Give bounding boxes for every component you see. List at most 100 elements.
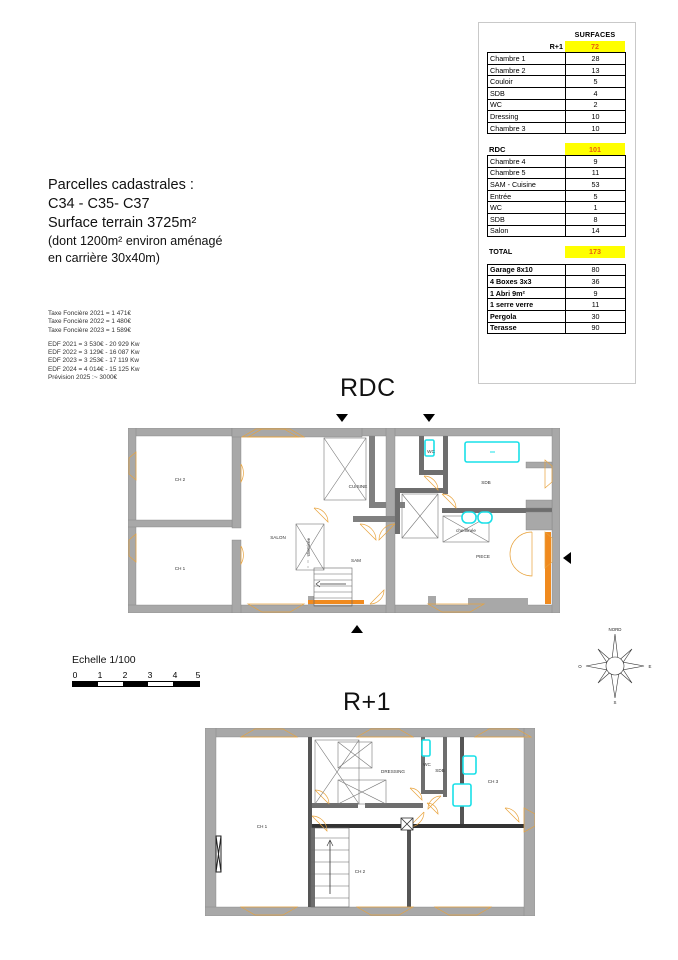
group-r1-name: R+1 — [549, 41, 563, 51]
room-label-cuisine: CUISINE — [349, 484, 368, 489]
rdc-door-swings — [240, 463, 533, 605]
table-row: Terasse 90 — [487, 321, 626, 335]
scale-bar-block: Echelle 1/100 0 1 2 3 4 5 — [72, 654, 212, 687]
tax-line-3: Taxe Foncière 2023 = 1 589€ — [48, 326, 131, 334]
row-label: Chambre 3 — [487, 121, 566, 135]
row-label: 4 Boxes 3x3 — [487, 275, 566, 288]
scale-tick: 5 — [195, 670, 201, 680]
rdc-floor-plan: CH 2 CH 1 SALON CUISINE SAM WC SDB PIECE… — [128, 428, 560, 613]
row-label: Chambre 5 — [487, 166, 566, 180]
compass-north-label: NORD — [609, 627, 622, 632]
row-label: Chambre 1 — [487, 52, 566, 65]
spacer-2 — [487, 237, 625, 246]
table-row: 1 Abri 9m² 9 — [487, 286, 626, 300]
group-rdc-total: 101 — [565, 143, 625, 155]
total-value: 173 — [565, 246, 625, 258]
total-row: TOTAL 173 — [487, 246, 625, 258]
table-row: Chambre 3 10 — [487, 121, 626, 135]
scale-tick-labels: 0 1 2 3 4 5 — [72, 670, 201, 681]
room-label-ch3: CH 3 — [488, 779, 499, 784]
group-rdc-rows: Chambre 4 9 Chambre 5 11 SAM - Cuisine 5… — [487, 154, 626, 238]
group-r1-total: 72 — [565, 40, 625, 53]
row-value: 5 — [565, 75, 626, 88]
rdc-windows — [128, 428, 553, 613]
row-value: 36 — [565, 275, 626, 288]
scale-tick: 1 — [97, 670, 103, 680]
table-row: WC 1 — [487, 201, 626, 214]
utility-text-block: Taxe Foncière 2021 = 1 471€ Taxe Foncièr… — [48, 310, 258, 382]
spacer-1 — [487, 134, 625, 143]
compass-south-label: S — [614, 700, 617, 705]
room-label-sdb: SDB — [481, 480, 490, 485]
row-value: 8 — [565, 212, 626, 226]
accent-wall — [545, 532, 551, 604]
room-label-ch2: CH 2 — [355, 869, 366, 874]
compass-east-label: E — [649, 664, 652, 669]
cadastre-line-4: (dont 1200m² environ aménagé — [48, 234, 223, 248]
row-value: 30 — [565, 310, 626, 323]
r1-shutter-icon — [215, 835, 222, 873]
row-value: 28 — [565, 52, 626, 65]
edf-line-1: EDF 2021 = 3 530€ - 20 929 Kw — [48, 340, 140, 348]
group-r1-rows: Chambre 1 28 Chambre 2 13 Couloir 5 SDB … — [487, 52, 626, 135]
view-marker-up-icon — [351, 625, 363, 633]
room-label-wc: WC — [423, 762, 431, 767]
r1-windows — [239, 728, 535, 916]
table-row: Dressing 10 — [487, 110, 626, 123]
group-r1-head: R+1 72 — [487, 40, 625, 53]
row-label: Chambre 2 — [487, 63, 566, 77]
row-value: 13 — [565, 63, 626, 77]
room-label-ch2: CH 2 — [175, 477, 186, 482]
room-label-piece: PIECE — [476, 554, 490, 559]
surfaces-table-panel: SURFACES R+1 72 Chambre 1 28 Chambre 2 1… — [478, 22, 636, 384]
row-value: 53 — [565, 178, 626, 191]
compass-rose: NORD O E S — [576, 622, 654, 706]
table-row: SAM - Cuisine 53 — [487, 178, 626, 191]
cadastre-line-5: en carrière 30x40m) — [48, 251, 160, 265]
cadastre-line-2: C34 - C35- C37 — [48, 196, 150, 212]
row-label: WC — [487, 98, 566, 112]
rdc-plan-title: RDC — [340, 374, 396, 402]
rdc-staircase — [313, 567, 353, 607]
compass-west-label: O — [578, 664, 582, 669]
row-label: Pergola — [487, 310, 566, 323]
surfaces-header-table: SURFACES — [487, 29, 625, 41]
table-row: SDB 8 — [487, 212, 626, 226]
rdc-cupboards — [295, 437, 490, 571]
scale-tick: 2 — [122, 670, 128, 680]
row-label: Garage 8x10 — [487, 263, 566, 277]
table-row: SDB 4 — [487, 86, 626, 100]
table-row: Chambre 2 13 — [487, 63, 626, 77]
row-value: 10 — [565, 121, 626, 135]
row-label: 1 serre verre — [487, 298, 566, 312]
row-label: Dressing — [487, 110, 566, 123]
room-label-ch1: CH 1 — [257, 824, 268, 829]
view-marker-down-icon — [336, 414, 348, 422]
scale-label: Echelle 1/100 — [72, 654, 136, 666]
row-label: Couloir — [487, 75, 566, 88]
row-value: 80 — [565, 263, 626, 277]
room-label-wc: WC — [427, 449, 435, 454]
table-row: WC 2 — [487, 98, 626, 112]
row-value: 11 — [565, 166, 626, 180]
annexes-table: Garage 8x10 80 4 Boxes 3x3 36 1 Abri 9m²… — [487, 263, 626, 335]
row-value: 9 — [565, 286, 626, 300]
table-row: Chambre 5 11 — [487, 166, 626, 180]
view-marker-left-icon — [563, 552, 571, 564]
row-label: Terasse — [487, 321, 566, 335]
row-label: Salon — [487, 224, 566, 238]
scale-bar-graphic — [72, 681, 200, 687]
r1-plan-title: R+1 — [343, 688, 392, 716]
table-row: Garage 8x10 80 — [487, 263, 626, 277]
r1-cupboards — [314, 739, 387, 805]
room-label-cheminee: cheminée — [456, 528, 476, 533]
surfaces-header-label: SURFACES — [574, 30, 616, 40]
row-value: 4 — [565, 86, 626, 100]
r1-marker-icon — [400, 817, 414, 831]
row-label: SDB — [487, 212, 566, 226]
table-row: Chambre 1 28 — [487, 52, 626, 65]
cadastre-line-1: Parcelles cadastrales : — [48, 177, 194, 193]
room-label-dressing: DRESSING — [381, 769, 405, 774]
row-value: 11 — [565, 298, 626, 312]
row-value: 10 — [565, 110, 626, 123]
